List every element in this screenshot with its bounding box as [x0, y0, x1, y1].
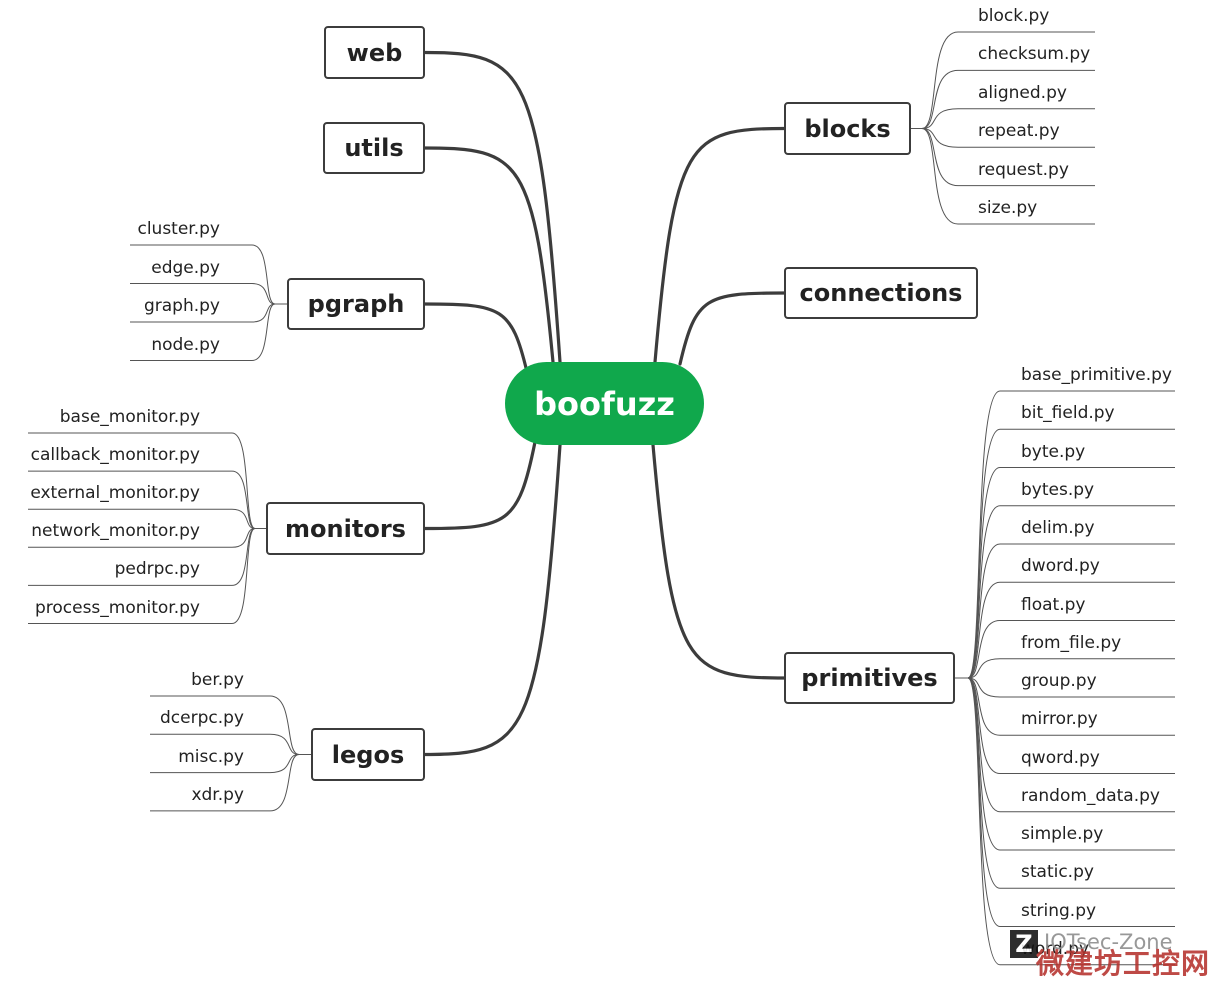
leaf-connector-blocks-2 — [911, 108, 959, 129]
branch-monitors — [423, 440, 537, 531]
leaf-blocks-5[interactable]: size.py — [978, 198, 1038, 218]
watermark-chinese-text: 微建坊工控网 — [1036, 947, 1210, 980]
leaf-pgraph-1[interactable]: edge.py — [151, 257, 220, 278]
topic-web[interactable]: web — [324, 26, 425, 79]
leaf-primitives-4[interactable]: delim.py — [1021, 518, 1095, 538]
branch-legos — [423, 443, 562, 757]
leaf-blocks-1[interactable]: checksum.py — [978, 44, 1091, 65]
leaf-connector-blocks-0 — [911, 31, 959, 129]
leaf-blocks-4[interactable]: request.py — [978, 159, 1069, 180]
branch-primitives — [651, 443, 786, 680]
leaf-blocks-2[interactable]: aligned.py — [978, 82, 1067, 103]
branch-connections — [678, 291, 786, 366]
leaf-pgraph-2[interactable]: graph.py — [143, 296, 220, 316]
watermark-name: IOTsec-Zone — [1044, 930, 1173, 954]
leaf-connectors — [28, 31, 1175, 966]
leaf-connector-pgraph-3 — [251, 303, 287, 361]
leaf-connector-monitors-1 — [231, 470, 266, 529]
leaf-primitives-5[interactable]: dword.py — [1021, 556, 1100, 577]
topic-primitives[interactable]: primitives — [784, 652, 955, 704]
leaf-primitives-1[interactable]: bit_field.py — [1021, 403, 1115, 424]
leaf-connector-primitives-15 — [955, 677, 1001, 966]
leaf-primitives-7[interactable]: from_file.py — [1021, 632, 1122, 653]
watermark-logo: Z IOTsec-Zone 微建坊工控网 — [1008, 928, 1210, 980]
leaf-legos-2[interactable]: misc.py — [178, 746, 244, 767]
leaf-primitives-8[interactable]: group.py — [1021, 671, 1097, 691]
leaf-blocks-3[interactable]: repeat.py — [978, 121, 1060, 142]
leaf-monitors-3[interactable]: network_monitor.py — [31, 521, 200, 542]
leaf-connector-legos-3 — [269, 754, 311, 812]
leaf-primitives-10[interactable]: qword.py — [1021, 747, 1100, 768]
leaf-primitives-14[interactable]: string.py — [1021, 900, 1097, 921]
leaf-pgraph-3[interactable]: node.py — [151, 334, 220, 355]
branch-web — [423, 50, 562, 364]
leaf-connector-blocks-5 — [911, 128, 959, 225]
leaf-connector-monitors-5 — [231, 528, 266, 624]
topic-legos[interactable]: legos — [311, 728, 425, 781]
leaf-legos-0[interactable]: ber.py — [191, 670, 244, 690]
leaf-primitives-13[interactable]: static.py — [1021, 862, 1094, 883]
leaf-legos-3[interactable]: xdr.py — [191, 784, 244, 805]
leaf-monitors-0[interactable]: base_monitor.py — [59, 407, 200, 427]
leaf-connector-monitors-4 — [231, 528, 266, 586]
branch-pgraph — [423, 302, 529, 374]
leaf-monitors-1[interactable]: callback_monitor.py — [30, 445, 200, 466]
leaf-blocks-0[interactable]: block.py — [978, 6, 1050, 26]
leaf-monitors-4[interactable]: pedrpc.py — [114, 559, 200, 580]
leaf-monitors-2[interactable]: external_monitor.py — [30, 483, 200, 504]
leaf-primitives-6[interactable]: float.py — [1021, 594, 1086, 615]
leaf-primitives-12[interactable]: simple.py — [1021, 824, 1104, 844]
leaf-primitives-9[interactable]: mirror.py — [1021, 709, 1098, 730]
leaf-connector-primitives-5 — [955, 581, 1001, 679]
topic-pgraph[interactable]: pgraph — [287, 278, 425, 330]
leaf-primitives-15[interactable]: word.py — [1021, 938, 1090, 959]
leaf-pgraph-0[interactable]: cluster.py — [137, 219, 220, 239]
watermark-z-icon: Z — [1010, 930, 1038, 958]
topic-blocks[interactable]: blocks — [784, 102, 911, 155]
leaf-primitives-3[interactable]: bytes.py — [1021, 479, 1095, 500]
topic-connections[interactable]: connections — [784, 267, 978, 319]
branch-utils — [423, 146, 555, 364]
leaf-connector-legos-0 — [269, 695, 311, 755]
leaf-primitives-2[interactable]: byte.py — [1021, 441, 1086, 462]
leaf-primitives-0[interactable]: base_primitive.py — [1021, 365, 1172, 385]
leaf-connector-monitors-0 — [231, 432, 266, 529]
leaf-monitors-5[interactable]: process_monitor.py — [34, 597, 200, 618]
leaf-legos-1[interactable]: dcerpc.py — [160, 708, 244, 729]
branch-lines — [423, 50, 786, 757]
root-node-boofuzz[interactable]: boofuzz — [505, 362, 704, 445]
leaf-primitives-11[interactable]: random_data.py — [1021, 785, 1160, 806]
topic-utils[interactable]: utils — [323, 122, 425, 174]
leaf-connector-pgraph-0 — [251, 244, 287, 305]
branch-blocks — [653, 126, 786, 364]
topic-monitors[interactable]: monitors — [266, 502, 425, 555]
leaf-connector-blocks-3 — [911, 128, 959, 148]
